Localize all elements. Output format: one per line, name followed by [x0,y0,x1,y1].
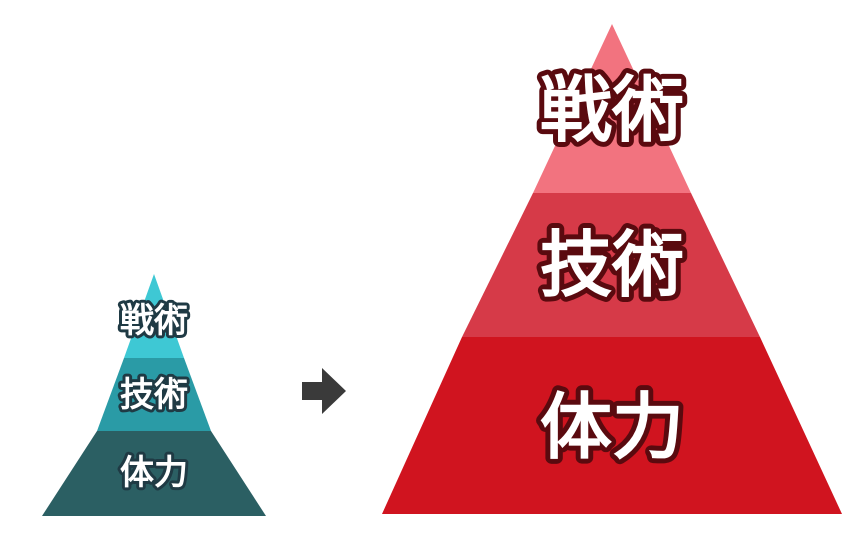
large-pyramid-label-bottom: 体力 [540,385,684,469]
large-pyramid-label-middle: 技術 [540,223,684,307]
large-pyramid-layer-middle [462,193,760,337]
arrow-shape [302,368,346,414]
small-pyramid-label-middle: 技術 [120,375,188,415]
small-pyramid-layer-middle [97,358,211,431]
arrow-right-icon [302,368,346,414]
large-pyramid: 戦術 技術 体力 [382,24,842,514]
large-pyramid-layer-top [533,24,691,193]
small-pyramid-label-bottom: 体力 [120,453,188,493]
small-pyramid-label-top: 戦術 [120,301,188,341]
small-pyramid-layer-top [124,274,184,358]
small-pyramid: 戦術 技術 体力 [42,274,266,516]
large-pyramid-layer-bottom [382,337,842,514]
small-pyramid-layer-bottom [42,431,266,516]
large-pyramid-label-top: 戦術 [540,68,684,152]
